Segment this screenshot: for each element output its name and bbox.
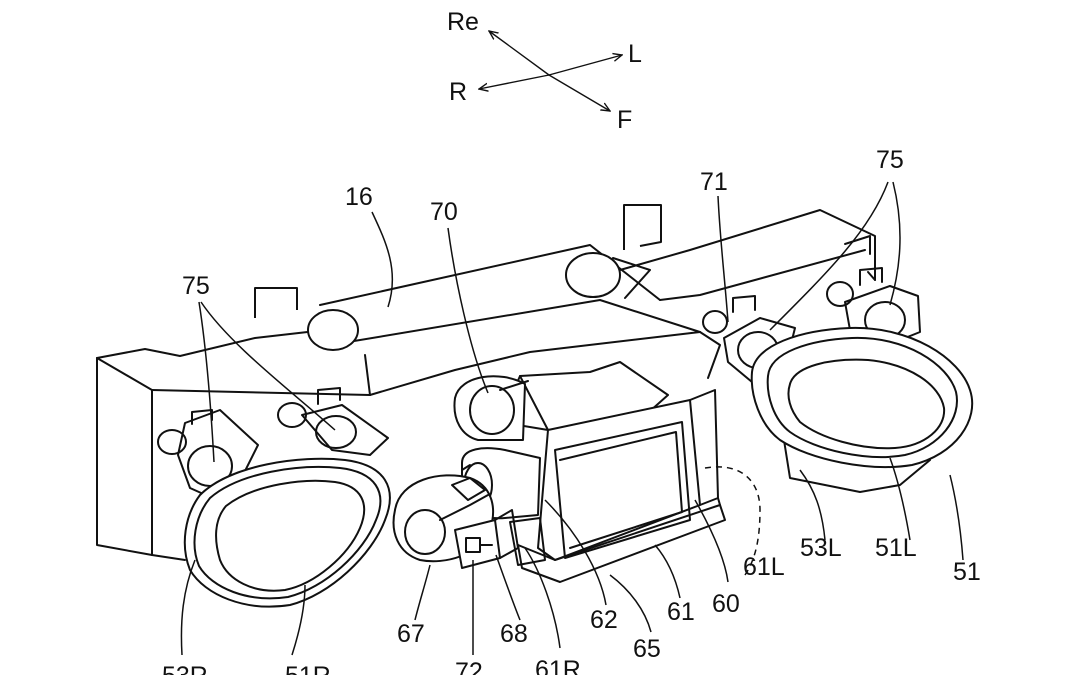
- label-71: 71: [700, 168, 728, 196]
- label-75-right: 75: [876, 146, 904, 174]
- leader-lines: [180, 181, 964, 656]
- label-16: 16: [345, 183, 373, 211]
- label-61R: 61R: [535, 656, 581, 675]
- label-51: 51: [953, 558, 981, 586]
- sensor-unit-60: [461, 361, 761, 583]
- actuator: [392, 474, 519, 569]
- label-75-left: 75: [182, 272, 210, 300]
- label-51L: 51L: [875, 534, 917, 562]
- label-51R: 51R: [285, 662, 331, 675]
- label-70: 70: [430, 198, 458, 226]
- label-60: 60: [712, 590, 740, 618]
- label-65: 65: [633, 635, 661, 663]
- label-53L: 53L: [800, 534, 842, 562]
- direction-indicator: Re L R F: [447, 8, 642, 134]
- dir-front: F: [617, 106, 632, 134]
- dir-rear: Re: [447, 8, 479, 36]
- label-68: 68: [500, 620, 528, 648]
- tab-right: [623, 204, 662, 250]
- lamp-51L: [750, 326, 974, 493]
- lamp-51R: [183, 457, 391, 608]
- pivot-70: [453, 375, 529, 441]
- label-67: 67: [397, 620, 425, 648]
- label-61L: 61L: [743, 553, 785, 581]
- left-mounts: [157, 387, 389, 506]
- label-72: 72: [455, 658, 483, 675]
- label-53R: 53R: [162, 662, 208, 675]
- label-62: 62: [590, 606, 618, 634]
- tab-left: [254, 287, 298, 318]
- reference-labels: 16 70 71 75 75 51 51L 53L 61L 60 61 62 6…: [162, 146, 981, 675]
- dir-right: R: [449, 78, 467, 106]
- label-61: 61: [667, 598, 695, 626]
- dir-left: L: [628, 40, 642, 68]
